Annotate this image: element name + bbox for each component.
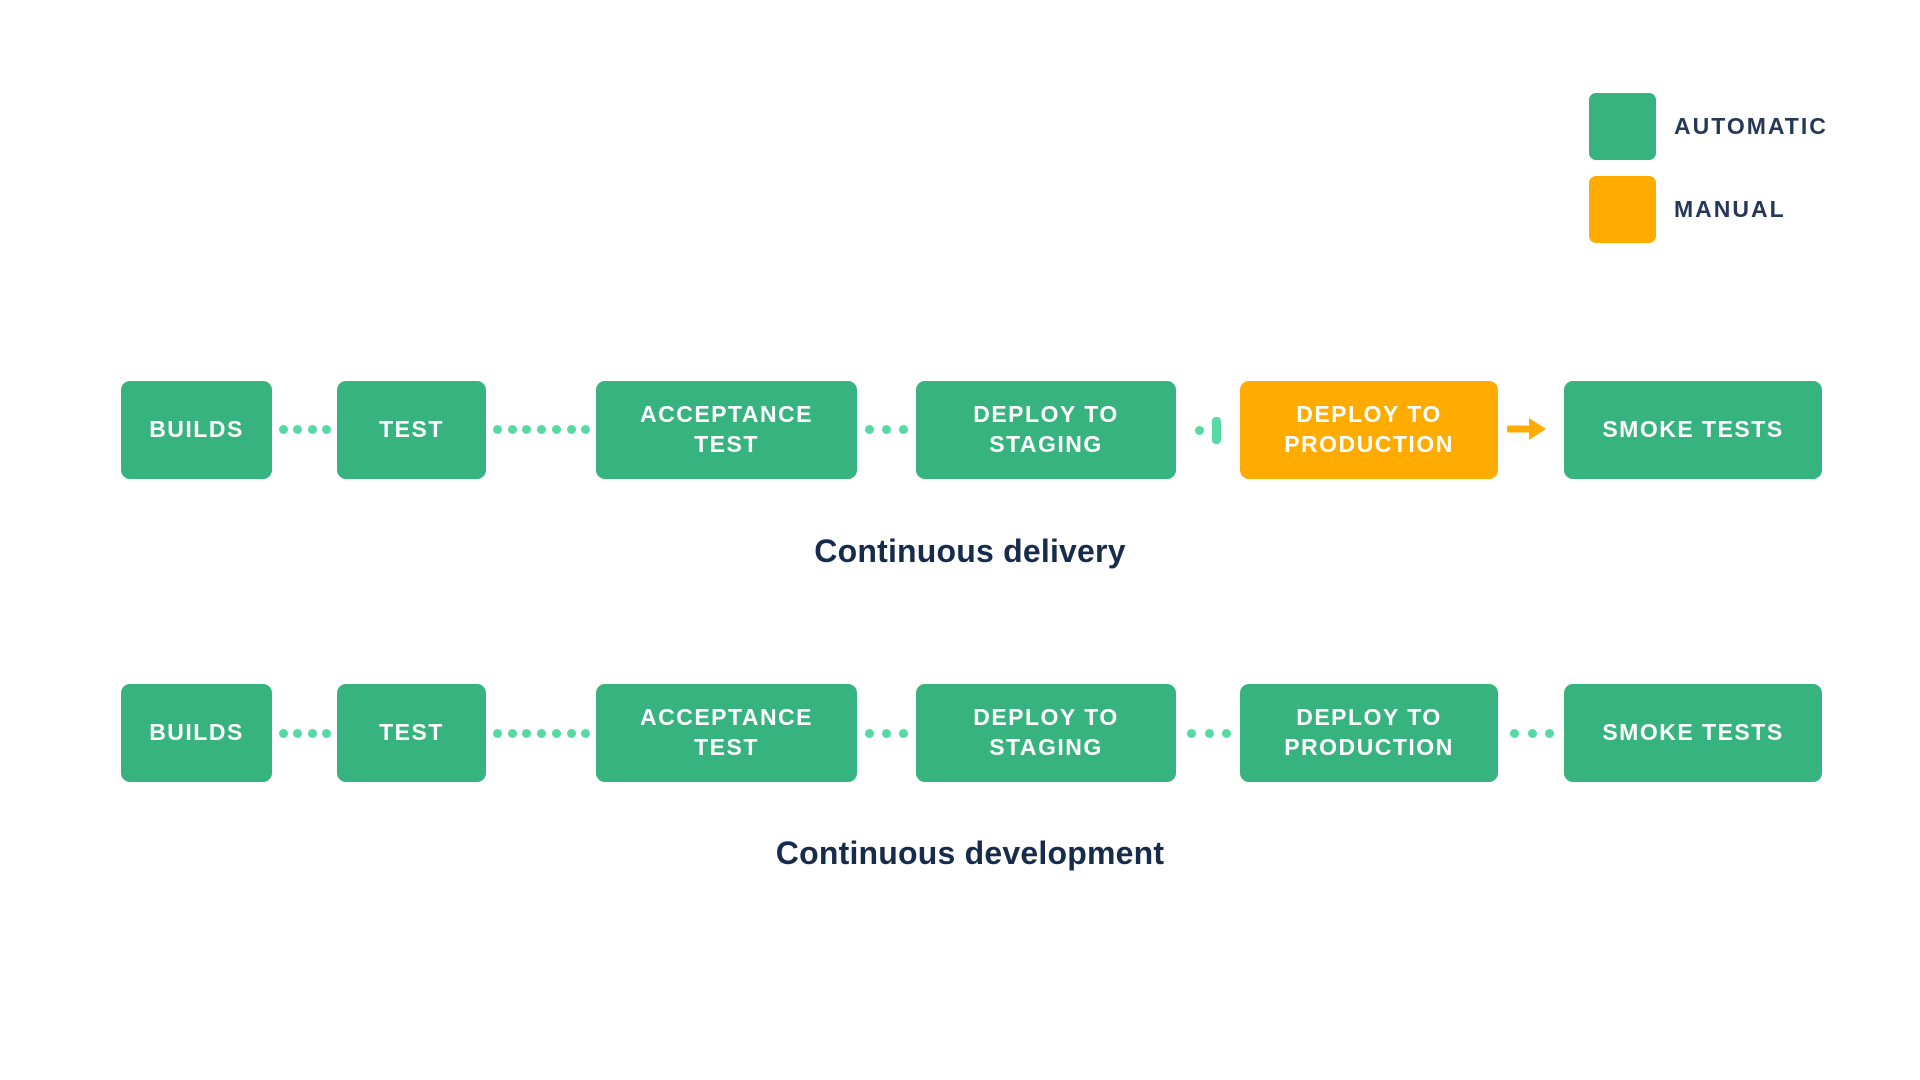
legend-item-automatic: AUTOMATIC [1589, 93, 1828, 160]
step-deploy-to-staging: DEPLOY TO STAGING [916, 381, 1176, 479]
pipeline-caption-continuous-delivery: Continuous delivery [814, 533, 1126, 569]
dotted-connector [487, 729, 596, 738]
step-deploy-to-production: DEPLOY TO PRODUCTION [1240, 381, 1498, 479]
dotted-connector [273, 425, 337, 434]
step-test: TEST [337, 684, 486, 782]
step-test: TEST [337, 381, 486, 479]
step-deploy-to-staging: DEPLOY TO STAGING [916, 684, 1176, 782]
legend: AUTOMATIC MANUAL [1589, 93, 1828, 243]
dotted-connector [857, 425, 916, 434]
step-smoke-tests: SMOKE TESTS [1564, 684, 1822, 782]
step-builds: BUILDS [121, 684, 272, 782]
legend-label-manual: MANUAL [1674, 196, 1786, 222]
pipeline-caption-continuous-development: Continuous development [775, 835, 1165, 871]
manual-gate-pause-icon [1180, 416, 1236, 444]
dotted-connector [487, 425, 596, 434]
automatic-color-swatch [1589, 93, 1656, 160]
dotted-connector [273, 729, 337, 738]
dotted-connector [857, 729, 916, 738]
step-deploy-to-production: DEPLOY TO PRODUCTION [1240, 684, 1498, 782]
legend-label-automatic: AUTOMATIC [1674, 113, 1828, 139]
manual-trigger-arrow-icon [1507, 418, 1547, 440]
step-smoke-tests: SMOKE TESTS [1564, 381, 1822, 479]
step-acceptance-test: ACCEPTANCE TEST [596, 381, 857, 479]
dotted-connector [1178, 729, 1240, 738]
step-acceptance-test: ACCEPTANCE TEST [596, 684, 857, 782]
legend-item-manual: MANUAL [1589, 176, 1828, 243]
dotted-connector [1502, 729, 1562, 738]
manual-color-swatch [1589, 176, 1656, 243]
step-builds: BUILDS [121, 381, 272, 479]
